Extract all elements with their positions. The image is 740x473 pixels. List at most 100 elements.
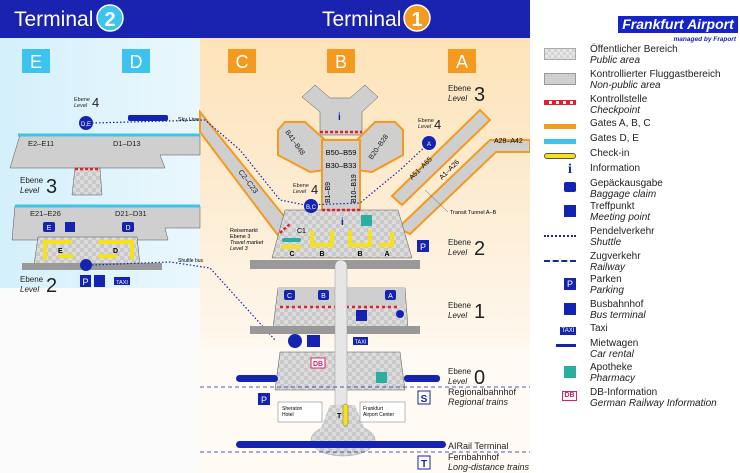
parking-icon[interactable] (258, 393, 270, 405)
level-label: Ebene (418, 118, 434, 124)
terminal1-number: 1 (411, 9, 422, 31)
legend-label-de: Pendelverkehr (590, 226, 655, 237)
baggage-b-label: B (321, 293, 326, 300)
baggage-claim-e-icon[interactable] (43, 222, 55, 232)
terminal2-badge (96, 4, 124, 32)
travel-market-en: Travel market (230, 240, 264, 246)
pharmacy-icon[interactable] (361, 215, 372, 226)
gates-b50-b59[interactable]: B50–B59 (326, 148, 357, 157)
legend-label-de: Check-in (590, 148, 630, 159)
sky-line-train-icon[interactable] (128, 115, 168, 121)
bus-terminal-icon[interactable] (307, 335, 320, 347)
legend-label-en: Checkpoint (590, 105, 641, 116)
t1-taxi-label: TAXI (355, 340, 367, 346)
level-number: 2 (46, 275, 57, 297)
taxi-icon[interactable] (353, 337, 368, 345)
bus-terminal-icon (564, 303, 576, 315)
t2-shuttle-station[interactable] (80, 259, 92, 271)
level-label: Ebene (448, 238, 472, 247)
terminal2-title[interactable]: Terminal (14, 8, 93, 31)
legend-label-de: Treffpunkt (590, 201, 635, 212)
gates-d1-d13[interactable]: D1–D13 (113, 139, 141, 148)
tower-check-in[interactable] (342, 403, 349, 427)
meeting-point-icon[interactable] (65, 222, 75, 232)
gates-e21-e26[interactable]: E21–E26 (30, 209, 61, 218)
shuttle-station-a[interactable] (422, 136, 436, 150)
travel-market-level-de: Ebene 3 (230, 234, 251, 240)
section-e[interactable]: E (30, 52, 42, 72)
t-station-icon[interactable] (417, 455, 431, 470)
check-in-desk-a[interactable] (378, 232, 394, 247)
fac-label-2: Airport Center (363, 412, 394, 418)
pier-b41-b48 (277, 121, 326, 174)
level-label: Level (448, 248, 467, 257)
public-area-swatch (544, 48, 576, 60)
pier-a1-a26 (396, 139, 530, 236)
t1-shuttle-bus-station[interactable] (288, 334, 302, 348)
baggage-e-label: E (47, 225, 52, 232)
gates-b1-b9[interactable]: B1–B9 (325, 182, 332, 203)
baggage-claim-b-icon[interactable] (318, 290, 329, 300)
parking-icon[interactable] (80, 275, 91, 287)
bus-terminal-icon[interactable] (94, 275, 105, 287)
db-label: DB (313, 361, 323, 368)
level-label: Level (418, 124, 432, 130)
airport-center-box[interactable] (359, 401, 406, 423)
information-icon[interactable]: i (341, 217, 344, 228)
shuttle-icon (544, 235, 576, 237)
shuttle-a-label: A (427, 142, 431, 148)
shuttle-station-de[interactable] (79, 116, 93, 130)
check-in-e-label: E (58, 248, 63, 255)
pier-b-top (301, 84, 379, 136)
level-label: Level (448, 377, 467, 386)
legend-label-en: Pharmacy (590, 373, 636, 384)
legend-label-en: Railway (590, 262, 626, 273)
t1-parking-icon[interactable] (417, 240, 429, 252)
baggage-claim-d-icon[interactable] (122, 222, 134, 232)
gates-de-swatch (544, 139, 576, 144)
meeting-point-icon (564, 205, 576, 217)
check-in-desk-b1[interactable] (310, 230, 334, 247)
db-information-icon[interactable] (310, 357, 326, 369)
taxi-icon[interactable] (114, 277, 130, 285)
information-icon[interactable]: i (338, 112, 341, 123)
pier-a51-a65 (390, 108, 492, 207)
meeting-point-icon[interactable] (356, 310, 367, 321)
section-b-box (327, 49, 355, 73)
gates-b10-b19[interactable]: B10–B19 (351, 174, 358, 203)
shuttle-station-bc[interactable] (304, 199, 318, 213)
check-in-desk-b2[interactable] (348, 230, 372, 247)
airport-map: Terminal 2 Terminal 1 E D C B A E2–E11 D… (0, 0, 530, 473)
gates-b30-b33[interactable]: B30–B33 (326, 161, 357, 170)
check-in-b2-label: B (357, 251, 362, 258)
check-in-desk-d[interactable] (98, 240, 134, 260)
s-label: S (421, 394, 428, 405)
check-in-d-label: D (113, 248, 118, 255)
section-b[interactable]: B (335, 52, 347, 72)
terminal2-number: 2 (104, 9, 115, 31)
gates-d21-d31[interactable]: D21–D31 (115, 209, 147, 218)
sheraton-label-2: Hotel (282, 412, 294, 418)
section-a[interactable]: A (456, 52, 468, 72)
section-d[interactable]: D (130, 52, 143, 72)
gates-a28-a42[interactable]: A28–A42 (494, 138, 523, 145)
baggage-claim-c-icon[interactable] (284, 290, 295, 300)
gate-c1[interactable]: C1 (297, 228, 306, 235)
section-c[interactable]: C (236, 52, 249, 72)
check-in-desk-e[interactable] (43, 240, 74, 260)
terminal1-title[interactable]: Terminal (322, 8, 401, 31)
baggage-claim-a-icon[interactable] (385, 290, 396, 300)
gates-e2-e11[interactable]: E2–E11 (28, 139, 54, 148)
sheraton-hotel-box[interactable] (277, 401, 323, 423)
s-bahn-icon[interactable] (417, 390, 431, 405)
legend-label-de: Taxi (590, 323, 608, 334)
checkpoint-swatch (544, 100, 576, 105)
legend-label-de: Information (590, 163, 641, 174)
pharmacy-icon[interactable] (376, 372, 387, 383)
car-rental-icon[interactable] (396, 310, 404, 318)
